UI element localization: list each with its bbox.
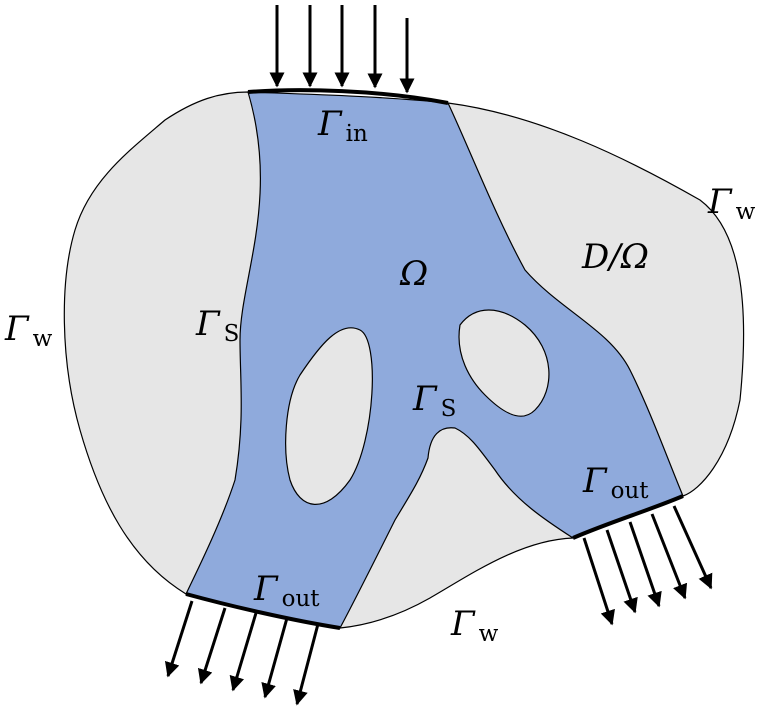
inflow-boundary	[247, 88, 449, 105]
label-omega: Ω	[399, 254, 428, 294]
outflow-boundary-left	[185, 592, 341, 630]
inflow-arrows	[269, 5, 415, 94]
label-d-minus-omega: D/Ω	[581, 237, 649, 277]
outflow-arrow	[293, 623, 320, 706]
outflow-arrow	[672, 505, 713, 590]
outflow-arrow	[261, 617, 289, 699]
outflow-arrow	[605, 529, 638, 614]
outflow-arrows-right	[582, 505, 713, 626]
outflow-arrow	[582, 537, 615, 626]
outflow-arrow	[164, 600, 194, 678]
fluid-region-omega	[185, 91, 684, 629]
outflow-arrow	[650, 513, 688, 600]
outflow-arrow	[229, 612, 258, 692]
outflow-boundary-right	[572, 494, 684, 540]
outflow-arrow	[628, 521, 662, 608]
outflow-arrow	[197, 607, 227, 685]
outflow-arrows-left	[164, 600, 320, 706]
